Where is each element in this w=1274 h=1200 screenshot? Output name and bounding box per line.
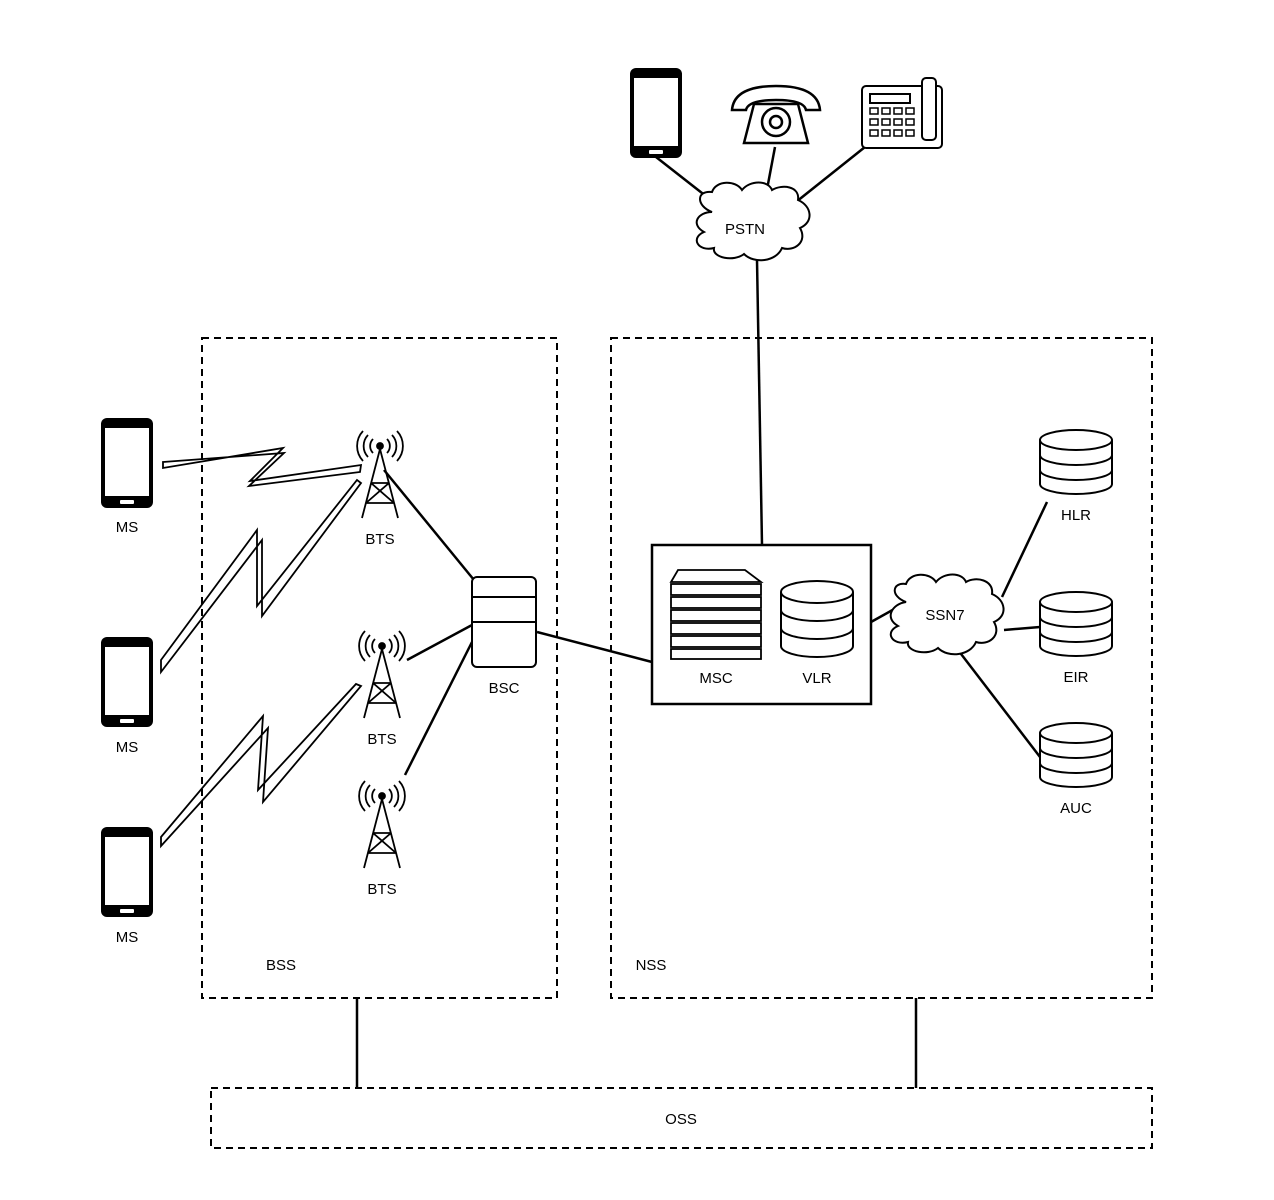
ms-label: MS <box>116 739 139 756</box>
eir-label: EIR <box>1063 669 1088 686</box>
bts-2: BTS <box>358 630 406 748</box>
radio-link-ms3-bts2 <box>160 682 363 849</box>
connections <box>355 146 1049 1088</box>
server-stack-icon <box>669 569 764 660</box>
pstn-label: PSTN <box>725 221 765 238</box>
phone-icon <box>630 68 682 158</box>
pstn-cloud: PSTN <box>695 181 811 262</box>
oss-label: OSS <box>665 1111 697 1128</box>
link-deskphone-pstn <box>795 146 866 203</box>
radio-link-ms1-bts1 <box>162 446 363 488</box>
desk-phone-icon <box>861 77 943 149</box>
radio-links <box>160 446 363 849</box>
link-pstn-msc <box>755 259 764 546</box>
bsc-label: BSC <box>489 680 520 697</box>
antenna-tower-icon <box>358 780 406 869</box>
server-rack-icon <box>471 576 537 668</box>
link-ssn7-hlr <box>1000 501 1049 598</box>
phone-icon <box>101 637 153 727</box>
link-ssn7-eir <box>1003 625 1041 632</box>
radio-link-ms2-bts1 <box>160 478 363 675</box>
hlr-label: HLR <box>1061 507 1091 524</box>
bts-label: BTS <box>367 731 396 748</box>
link-bsc-msc <box>536 630 653 664</box>
telephone-icon <box>730 84 822 145</box>
msc-label: MSC <box>699 670 733 687</box>
bts-3: BTS <box>358 780 406 898</box>
antenna-tower-icon <box>356 430 404 519</box>
database-icon <box>780 580 854 658</box>
phone-icon <box>101 827 153 917</box>
antenna-tower-icon <box>358 630 406 719</box>
ms-label: MS <box>116 929 139 946</box>
link-bts3-bsc <box>403 641 474 776</box>
ssn7-label: SSN7 <box>925 607 964 624</box>
ms-3: MS <box>101 827 153 946</box>
hlr-node: HLR <box>1039 429 1113 524</box>
database-icon <box>1039 722 1113 788</box>
link-ssn7-auc <box>957 649 1041 758</box>
nss-label: NSS <box>636 957 667 974</box>
database-icon <box>1039 591 1113 657</box>
bts-label: BTS <box>365 531 394 548</box>
eir-node: EIR <box>1039 591 1113 686</box>
cloud-icon <box>889 573 1005 656</box>
nss-group-box <box>610 337 1153 999</box>
cloud-icon <box>695 181 811 262</box>
bss-label: BSS <box>266 957 296 974</box>
bts-1: BTS <box>356 430 404 548</box>
ms-2: MS <box>101 637 153 756</box>
auc-node: AUC <box>1039 722 1113 817</box>
bss-group-box <box>201 337 558 999</box>
phone-icon <box>101 418 153 508</box>
msc-vlr-box: MSC VLR <box>650 543 873 706</box>
vlr-label: VLR <box>802 670 831 687</box>
ms-1: MS <box>101 418 153 536</box>
link-bts1-bsc <box>383 469 475 581</box>
database-icon <box>1039 429 1113 495</box>
link-bts2-bsc <box>406 623 473 662</box>
oss-group-box <box>210 1087 1153 1149</box>
bts-label: BTS <box>367 881 396 898</box>
bsc-node: BSC <box>471 576 537 697</box>
ssn7-cloud: SSN7 <box>889 573 1005 656</box>
auc-label: AUC <box>1060 800 1092 817</box>
ms-label: MS <box>116 519 139 536</box>
